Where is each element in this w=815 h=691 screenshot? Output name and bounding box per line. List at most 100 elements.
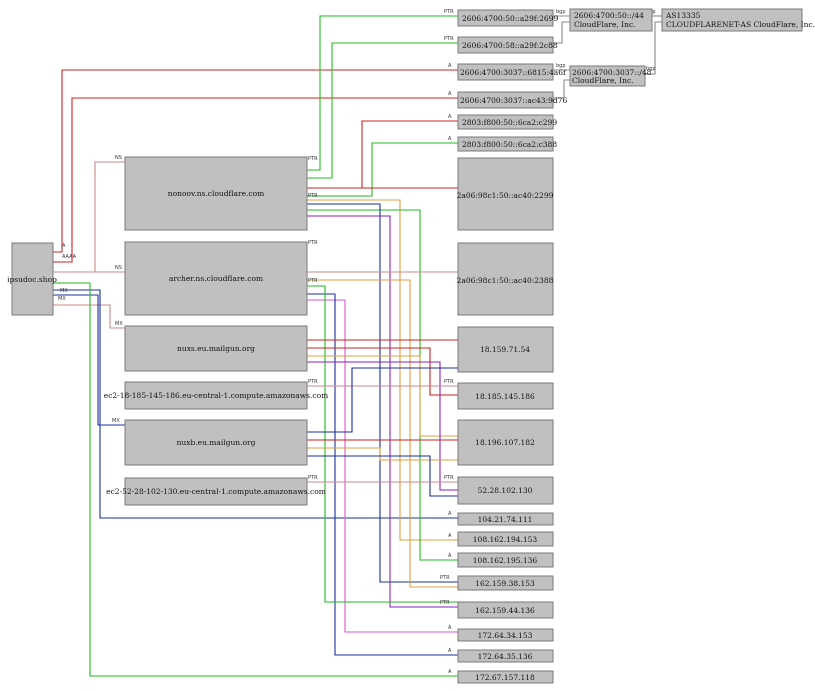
edge-mx2-ip4 [307,455,458,497]
node-ip5[interactable]: 104.21.74.111 [457,512,554,526]
node-ip11[interactable]: 172.64.35.136 [457,649,554,663]
node-ec2a[interactable]: ec2-18-185-145-186.eu-central-1.compute.… [104,381,328,410]
node-label-ec2a: ec2-18-185-145-186.eu-central-1.compute.… [104,391,328,400]
edge-mx2-ip1 [307,367,458,433]
label-ptr-ip9: PTR [440,600,450,606]
edge-ns2-ip10 [307,299,458,633]
label-bgp-2: bgp [556,63,566,69]
node-label-ip10: 172.64.34.153 [478,631,533,640]
node-ip6[interactable]: 108.162.194.153 [457,531,554,547]
label-root-aaaa: AAAA [62,254,77,260]
node-ip7[interactable]: 108.162.195.136 [457,552,554,568]
node-ec2b[interactable]: ec2-52-28-102-130.eu-central-1.compute.a… [106,477,326,506]
node-label-ip9: 162.159.44.136 [475,606,535,615]
label-ptr-ip8: PTR [440,575,450,581]
node-label-ns1: nonoov.ns.cloudflare.com [168,189,264,198]
node-v6-2[interactable]: 2606:4700:58::a29f:2c88 [457,36,558,54]
node-label-v6-2: 2606:4700:58::a29f:2c88 [462,41,558,50]
label-a-ip10: A [448,625,452,631]
node-label-ip8: 162.159.38.153 [475,579,535,588]
label-ptr-1: PTR [444,9,454,15]
node-ip2[interactable]: 18.185.145.186 [457,382,554,410]
edge-ns2-ip8b [307,279,458,588]
edge-mx1-ip2 [307,347,458,396]
node-label-net2-line2: CloudFlare, Inc. [572,76,634,85]
node-ip12[interactable]: 172.67.157.118 [457,670,554,684]
node-mx2[interactable]: nuxb.eu.mailgun.org [124,419,308,466]
node-ip9[interactable]: 162.159.44.136 [457,601,554,619]
node-v6-1[interactable]: 2606:4700:50::a29f:2699 [457,9,558,27]
edges [53,15,662,677]
label-a-ip6: A [448,533,452,539]
edge-root-mx1 [53,304,125,329]
label-mx-2: MX [112,418,120,424]
node-label-ns2: archer.ns.cloudflare.com [169,274,263,283]
node-mx1[interactable]: nuxs.eu.mailgun.org [124,325,308,372]
node-label-v6-1: 2606:4700:50::a29f:2699 [462,14,558,23]
node-ip8[interactable]: 162.159.38.153 [457,575,554,591]
node-label-ip3: 18.196.107.182 [475,438,535,447]
node-v6-6[interactable]: 2803:f800:50::6ca2:c388 [457,136,557,152]
node-v6-8[interactable]: 2a06:98c1:50::ac40:2388 [457,242,554,316]
label-ptr-ec2a: PTR [308,379,318,385]
node-net2[interactable]: 2606:4700:3037::/48 CloudFlare, Inc. [569,65,652,87]
label-bgp-1: bgp [556,9,566,15]
label-a-ip5: A [448,511,452,517]
label-a-4: A [448,136,452,142]
node-v6-5[interactable]: 2803:f800:50::6ca2:c299 [457,114,557,130]
label-ptr-2: PTR [444,36,454,42]
edge-labels: NS NS MX MX A AAAA MX MX PTR PTR A A A A… [58,9,656,675]
node-ip4[interactable]: 52.28.102.130 [457,476,554,505]
edge-mx2-ip3 [307,447,458,461]
edge-ns1-v6-1 [307,15,458,171]
label-a-ip12: A [448,669,452,675]
label-ptr-ns1b: PTR [308,193,318,199]
edge-ns1-ip9 [307,215,458,608]
node-ns1[interactable]: nonoov.ns.cloudflare.com [124,156,308,231]
node-label-v6-5: 2803:f800:50::6ca2:c299 [462,118,557,127]
edge-v6-2-net1 [553,21,570,44]
edge-ns2-ip11 [307,293,458,656]
label-ptr-ns2: PTR [308,240,318,246]
node-label-net1-line1: 2606:4700:50::/44 [574,11,644,20]
label-a-3: A [448,114,452,120]
edge-ns1-ip7 [307,209,458,561]
label-ptr-ns1: PTR [308,156,318,162]
node-label-root: ipsudoc.shop [7,275,57,284]
edge-mx1-ip3 [307,355,458,437]
label-root-a: A [62,243,66,249]
node-ip1[interactable]: 18.159.71.54 [457,326,554,373]
node-label-ip11: 172.64.35.136 [478,652,533,661]
node-label-v6-4: 2606:4700:3037::ac43:9d76 [460,96,567,105]
edge-root-ip5 [53,289,458,519]
edge-ns1-ip8 [307,203,458,583]
edge-root-ip12 [53,282,458,677]
edge-ns1-v6-2 [307,42,458,179]
node-v6-3[interactable]: 2606:4700:3037::6815:4a6f [457,63,567,81]
label-a-2: A [448,91,452,97]
node-ip10[interactable]: 172.64.34.153 [457,628,554,642]
node-ip3[interactable]: 18.196.107.182 [457,419,554,466]
node-label-net1-line2: CloudFlare, Inc. [574,20,636,29]
edge-root-v6-3 [53,69,458,253]
node-as[interactable]: AS13335 CLOUDFLARENET-AS CloudFlare, Inc… [661,8,815,32]
label-ns-2: NS [115,265,122,271]
node-label-ip7: 108.162.195.136 [473,556,538,565]
node-label-ec2b: ec2-52-28-102-130.eu-central-1.compute.a… [106,487,326,496]
node-label-ip5: 104.21.74.111 [478,515,533,524]
edge-mx1-ip4 [307,361,458,491]
label-ptr-ec2b: PTR [308,475,318,481]
node-ns2[interactable]: archer.ns.cloudflare.com [124,241,308,316]
label-root-mx: MX [60,288,68,294]
label-a-ip7: A [448,553,452,559]
edge-root-v6-4 [53,97,458,263]
node-v6-4[interactable]: 2606:4700:3037::ac43:9d76 [457,91,567,109]
node-v6-7[interactable]: 2a06:98c1:50::ac40:2299 [457,157,554,231]
label-ptr-ns2b: PTR [308,278,318,284]
node-net1[interactable]: 2606:4700:50::/44 CloudFlare, Inc. [569,8,653,32]
label-a-ip11: A [448,648,452,654]
node-label-v6-7: 2a06:98c1:50::ac40:2299 [457,191,554,200]
node-root-domain[interactable]: ipsudoc.shop [7,242,57,316]
node-label-ip4: 52.28.102.130 [478,486,533,495]
